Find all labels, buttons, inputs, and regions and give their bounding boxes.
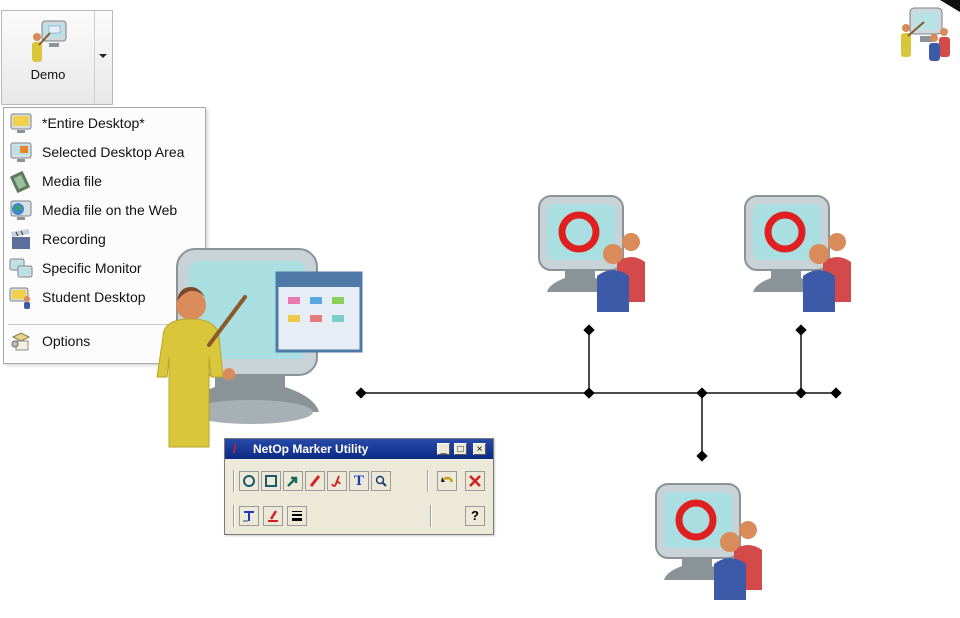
desktop-icon bbox=[10, 113, 32, 133]
demo-split-button[interactable]: Demo bbox=[1, 10, 113, 105]
student-workstation-1[interactable] bbox=[535, 192, 653, 314]
circle-icon bbox=[243, 475, 255, 487]
options-icon bbox=[11, 332, 31, 351]
red-pen-icon bbox=[309, 475, 321, 487]
erase-x-icon bbox=[469, 475, 481, 487]
student-workstation-3[interactable] bbox=[652, 480, 770, 602]
ellipse-tool-button[interactable] bbox=[239, 471, 259, 491]
demo-dropdown-menu: *Entire Desktop* Selected Desktop Area M… bbox=[3, 107, 206, 364]
rectangle-tool-button[interactable] bbox=[261, 471, 281, 491]
clear-button[interactable] bbox=[465, 471, 485, 491]
menu-item-selected-desktop-area[interactable]: Selected Desktop Area bbox=[4, 139, 205, 167]
maximize-button[interactable]: □ bbox=[454, 443, 467, 455]
desktop-area-icon bbox=[10, 142, 32, 162]
demo-dropdown-arrow[interactable] bbox=[94, 11, 113, 104]
arrow-icon bbox=[287, 476, 298, 487]
film-icon bbox=[10, 171, 30, 193]
menu-item-recording[interactable]: Recording bbox=[4, 226, 205, 254]
menu-item-specific-monitor[interactable]: Specific Monitor bbox=[4, 255, 205, 283]
menu-separator bbox=[8, 324, 201, 325]
menu-item-label: Specific Monitor bbox=[42, 260, 142, 276]
menu-item-options[interactable]: Options bbox=[4, 328, 205, 356]
help-button[interactable]: ? bbox=[465, 506, 485, 526]
toolbar-gripper bbox=[233, 505, 235, 527]
arrow-tool-button[interactable] bbox=[283, 471, 303, 491]
clapper-icon bbox=[11, 229, 30, 249]
web-media-icon bbox=[10, 200, 32, 220]
font-button[interactable] bbox=[239, 506, 259, 526]
line-width-icon bbox=[292, 511, 302, 521]
close-button[interactable]: × bbox=[473, 443, 486, 455]
font-icon bbox=[243, 511, 254, 522]
square-icon bbox=[265, 475, 277, 487]
line-tool-button[interactable] bbox=[305, 471, 325, 491]
menu-item-label: Student Desktop bbox=[42, 289, 146, 305]
teacher-demo-icon bbox=[32, 20, 67, 62]
menu-item-label: Options bbox=[42, 333, 91, 349]
zoom-tool-button[interactable] bbox=[371, 471, 391, 491]
marker-title-text: NetOp Marker Utility bbox=[253, 442, 369, 456]
text-tool-button[interactable]: T bbox=[349, 471, 369, 491]
chevron-down-icon bbox=[99, 54, 107, 58]
pen-color-icon bbox=[268, 510, 278, 522]
undo-icon bbox=[441, 476, 454, 483]
teacher-class-icon[interactable] bbox=[896, 6, 956, 64]
corner-fold bbox=[940, 0, 960, 12]
freehand-pen-icon bbox=[331, 475, 341, 487]
freehand-tool-button[interactable] bbox=[327, 471, 347, 491]
menu-item-label: Media file bbox=[42, 173, 102, 189]
demo-button-label: Demo bbox=[30, 67, 66, 82]
menu-item-media-file-web[interactable]: Media file on the Web bbox=[4, 197, 205, 225]
toolbar-separator bbox=[427, 470, 429, 492]
demo-button[interactable]: Demo bbox=[2, 11, 94, 104]
marker-pen-icon: / bbox=[233, 441, 237, 456]
marker-utility-window: / NetOp Marker Utility _ □ × T ? bbox=[224, 438, 494, 535]
menu-item-label: *Entire Desktop* bbox=[42, 115, 145, 131]
pen-color-button[interactable] bbox=[263, 506, 283, 526]
student-workstation-2[interactable] bbox=[741, 192, 859, 314]
marker-title-bar[interactable]: / NetOp Marker Utility _ □ × bbox=[225, 439, 493, 459]
menu-item-student-desktop[interactable]: Student Desktop bbox=[4, 284, 205, 312]
menu-item-label: Media file on the Web bbox=[42, 202, 178, 218]
undo-button[interactable] bbox=[437, 471, 457, 491]
toolbar-gripper bbox=[233, 470, 235, 492]
student-desktop-icon bbox=[9, 287, 30, 309]
menu-item-media-file[interactable]: Media file bbox=[4, 168, 205, 196]
magnifier-icon bbox=[375, 475, 387, 487]
toolbar-separator bbox=[430, 505, 432, 527]
teacher-workstation-icon bbox=[156, 248, 363, 448]
menu-item-label: Recording bbox=[42, 231, 106, 247]
menu-item-label: Selected Desktop Area bbox=[42, 144, 185, 160]
menu-item-entire-desktop[interactable]: *Entire Desktop* bbox=[4, 110, 205, 138]
monitors-icon bbox=[9, 258, 33, 278]
line-width-button[interactable] bbox=[287, 506, 307, 526]
minimize-button[interactable]: _ bbox=[437, 443, 450, 455]
